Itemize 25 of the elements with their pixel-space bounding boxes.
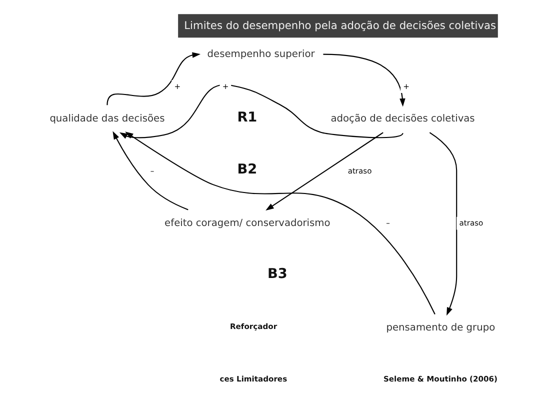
edge-label: + xyxy=(222,82,229,91)
edge-label: – xyxy=(150,166,154,176)
node-text: efeito coragem/ conservadorismo xyxy=(164,218,330,229)
label: Reforçador xyxy=(230,322,278,332)
label: B2 xyxy=(237,162,258,178)
edge-label: atraso xyxy=(459,218,484,228)
arrow xyxy=(323,54,406,107)
arrow xyxy=(429,132,458,316)
arrow xyxy=(266,132,384,211)
arrow xyxy=(119,84,404,139)
node-text: pensamento de grupo xyxy=(386,322,496,334)
arrow xyxy=(112,131,188,210)
edge-label: – xyxy=(386,218,390,228)
edge-label: + xyxy=(174,82,181,91)
label: ces Limitadores xyxy=(220,374,288,384)
node-text: adoção de decisões coletivas xyxy=(330,113,475,124)
node-text: desempenho superior xyxy=(207,48,315,60)
label: B3 xyxy=(268,266,288,282)
diagram-title: Limites do desempenho pela adoção de decisões coletivas xyxy=(184,19,496,32)
node-text: qualidade das decisões xyxy=(50,113,165,124)
edge-label: + xyxy=(403,82,410,91)
caption: Seleme & Moutinho (2006) xyxy=(383,374,498,384)
edge-label: atraso xyxy=(348,166,372,176)
label: R1 xyxy=(237,109,258,126)
arrow xyxy=(125,132,436,314)
